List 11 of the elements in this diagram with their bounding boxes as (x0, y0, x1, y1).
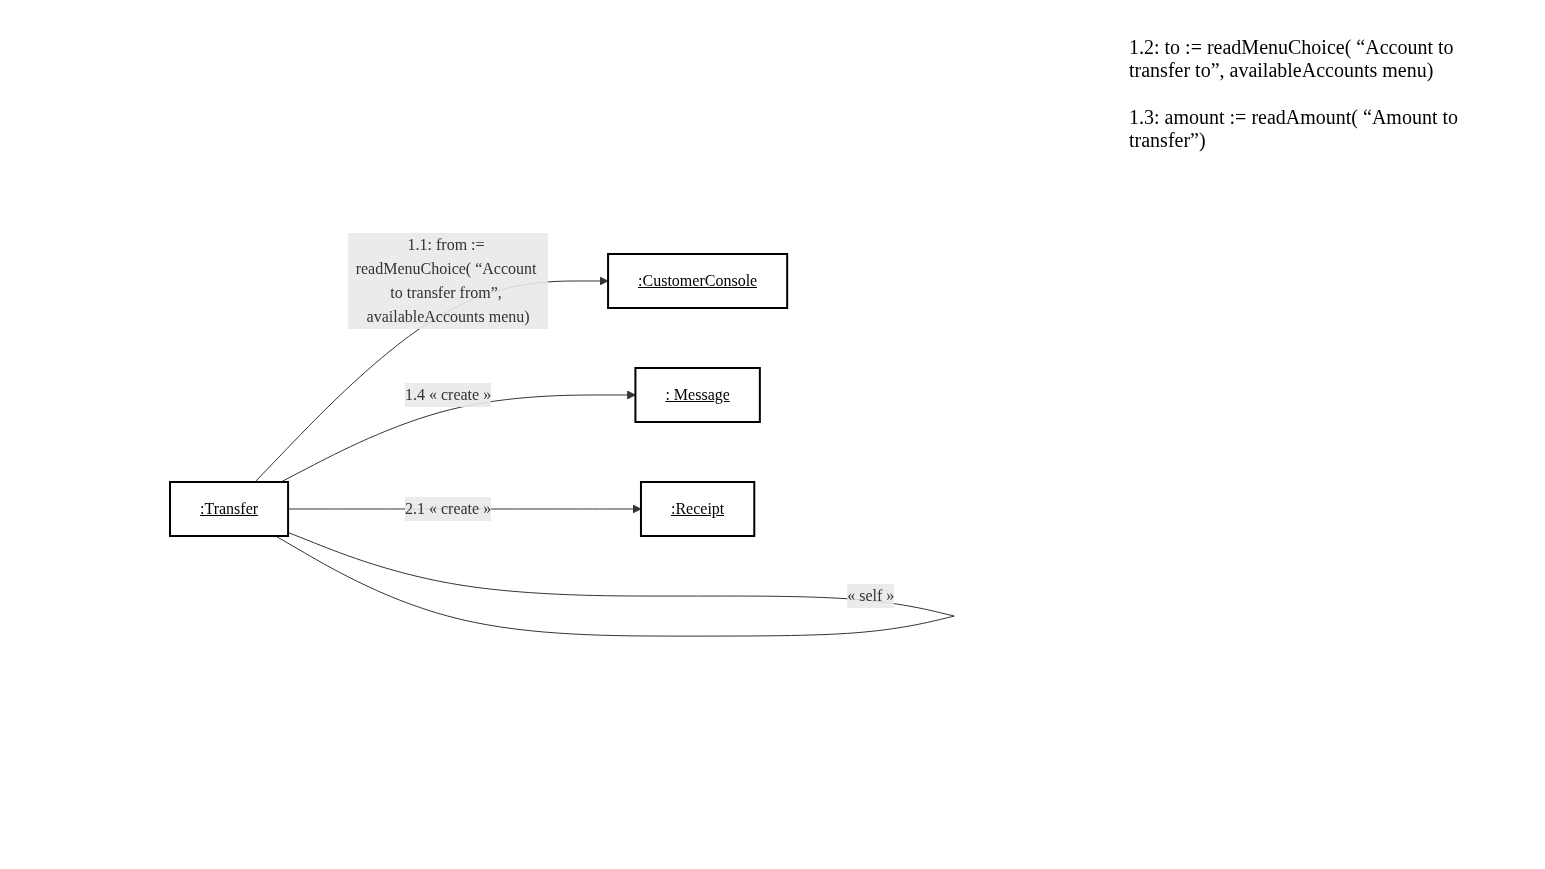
edge-label: 2.1 « create » (405, 499, 492, 517)
node-box: :Transfer (169, 480, 290, 537)
message-label: 1.2: to := readMenuChoice( “Account to transfer to”, availableAccounts menu) (1129, 36, 1455, 82)
node-box: :CustomerConsole (607, 252, 789, 309)
arrow (254, 276, 609, 483)
node-box: :Receipt (640, 480, 756, 537)
message-label: 1.3: amount := readAmount( “Amount to transfer”) (1129, 106, 1459, 152)
edge-label: 1.1: from := readMenuChoice( “Account to transfer from”, availableAccounts menu) (355, 235, 537, 325)
edge-label: « self » (847, 587, 895, 604)
node-box: : Message (634, 366, 762, 423)
edge-label: 1.4 « create » (405, 385, 492, 403)
